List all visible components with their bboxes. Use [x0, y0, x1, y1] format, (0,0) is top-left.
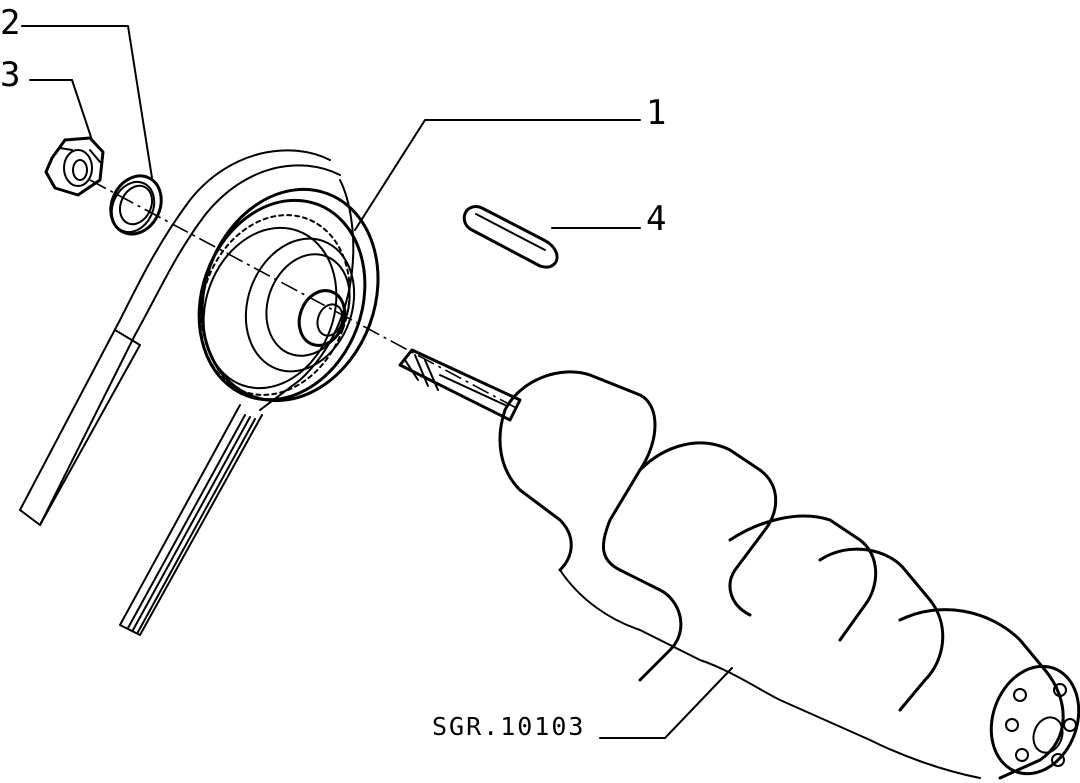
- crankshaft-part: [398, 348, 1080, 780]
- callout-1: 1: [646, 93, 667, 133]
- leader-lines: [21, 25, 733, 739]
- timing-belt: [19, 149, 355, 636]
- leader-line-ref: [599, 667, 733, 739]
- callout-2: 2: [0, 3, 21, 43]
- belt-teeth: [127, 414, 256, 633]
- leader-line-1: [354, 119, 641, 231]
- crankshaft-flange: [989, 664, 1080, 776]
- nut-part: [44, 136, 105, 197]
- center-axis: [89, 179, 521, 411]
- reference-code: SGR.10103: [432, 712, 586, 741]
- callout-3: 3: [0, 55, 21, 95]
- leader-line-3: [29, 79, 93, 141]
- callout-4: 4: [646, 199, 667, 239]
- leader-line-2: [21, 25, 153, 179]
- pulley-part: [197, 187, 380, 403]
- key-part: [462, 205, 559, 269]
- washer-part: [109, 174, 163, 236]
